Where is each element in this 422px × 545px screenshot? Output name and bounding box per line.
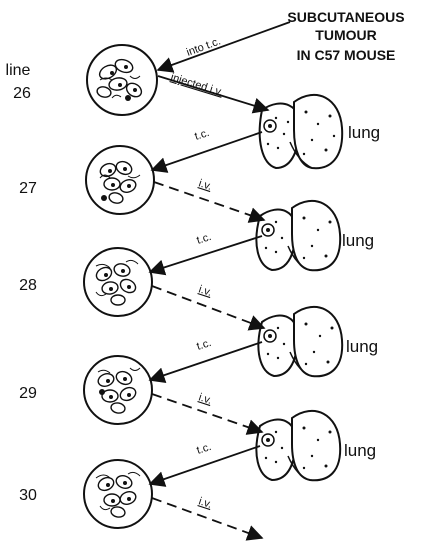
source-line-1: SUBCUTANEOUS	[287, 9, 404, 25]
line-number-27: 27	[19, 180, 37, 197]
arrow-label-tc-4: t.c.	[195, 441, 213, 457]
arrow-label-iv-4: i.v.	[197, 495, 213, 511]
lung-illustration-4	[256, 411, 340, 480]
source-line-3: IN C57 MOUSE	[297, 47, 396, 63]
line-number-29: 29	[19, 385, 37, 402]
arrow-label-tc-3: t.c.	[195, 337, 213, 353]
culture-dish-26	[87, 45, 157, 115]
culture-dish-28	[84, 248, 152, 316]
arrow-into-tc	[158, 22, 290, 70]
line-header: line	[6, 62, 31, 79]
organ-label-3: lung	[346, 337, 378, 356]
arrow-label-injected-iv: injected i.v.	[169, 71, 224, 98]
source-line-2: TUMOUR	[315, 27, 376, 43]
organ-label-1: lung	[348, 123, 380, 142]
lung-illustration-2	[256, 201, 340, 270]
lung-illustration-1	[260, 95, 343, 168]
arrow-label-into-tc: into t.c.	[185, 35, 222, 58]
lung-illustration-3	[258, 307, 342, 376]
organ-label-2: lung	[342, 231, 374, 250]
organ-label-4: lung	[344, 441, 376, 460]
culture-dish-29	[84, 356, 152, 424]
line-number-28: 28	[19, 277, 37, 294]
arrow-label-tc-2: t.c.	[195, 231, 213, 247]
arrow-label-iv-1: i.v.	[197, 177, 213, 193]
arrow-label-tc-1: t.c.	[193, 127, 211, 143]
culture-dish-30	[84, 460, 152, 528]
culture-dish-27	[86, 146, 154, 214]
arrow-label-iv-2: i.v.	[197, 283, 213, 299]
arrow-label-iv-3: i.v.	[197, 391, 213, 407]
line-number-30: 30	[19, 487, 37, 504]
line-number-26: 26	[13, 85, 31, 102]
